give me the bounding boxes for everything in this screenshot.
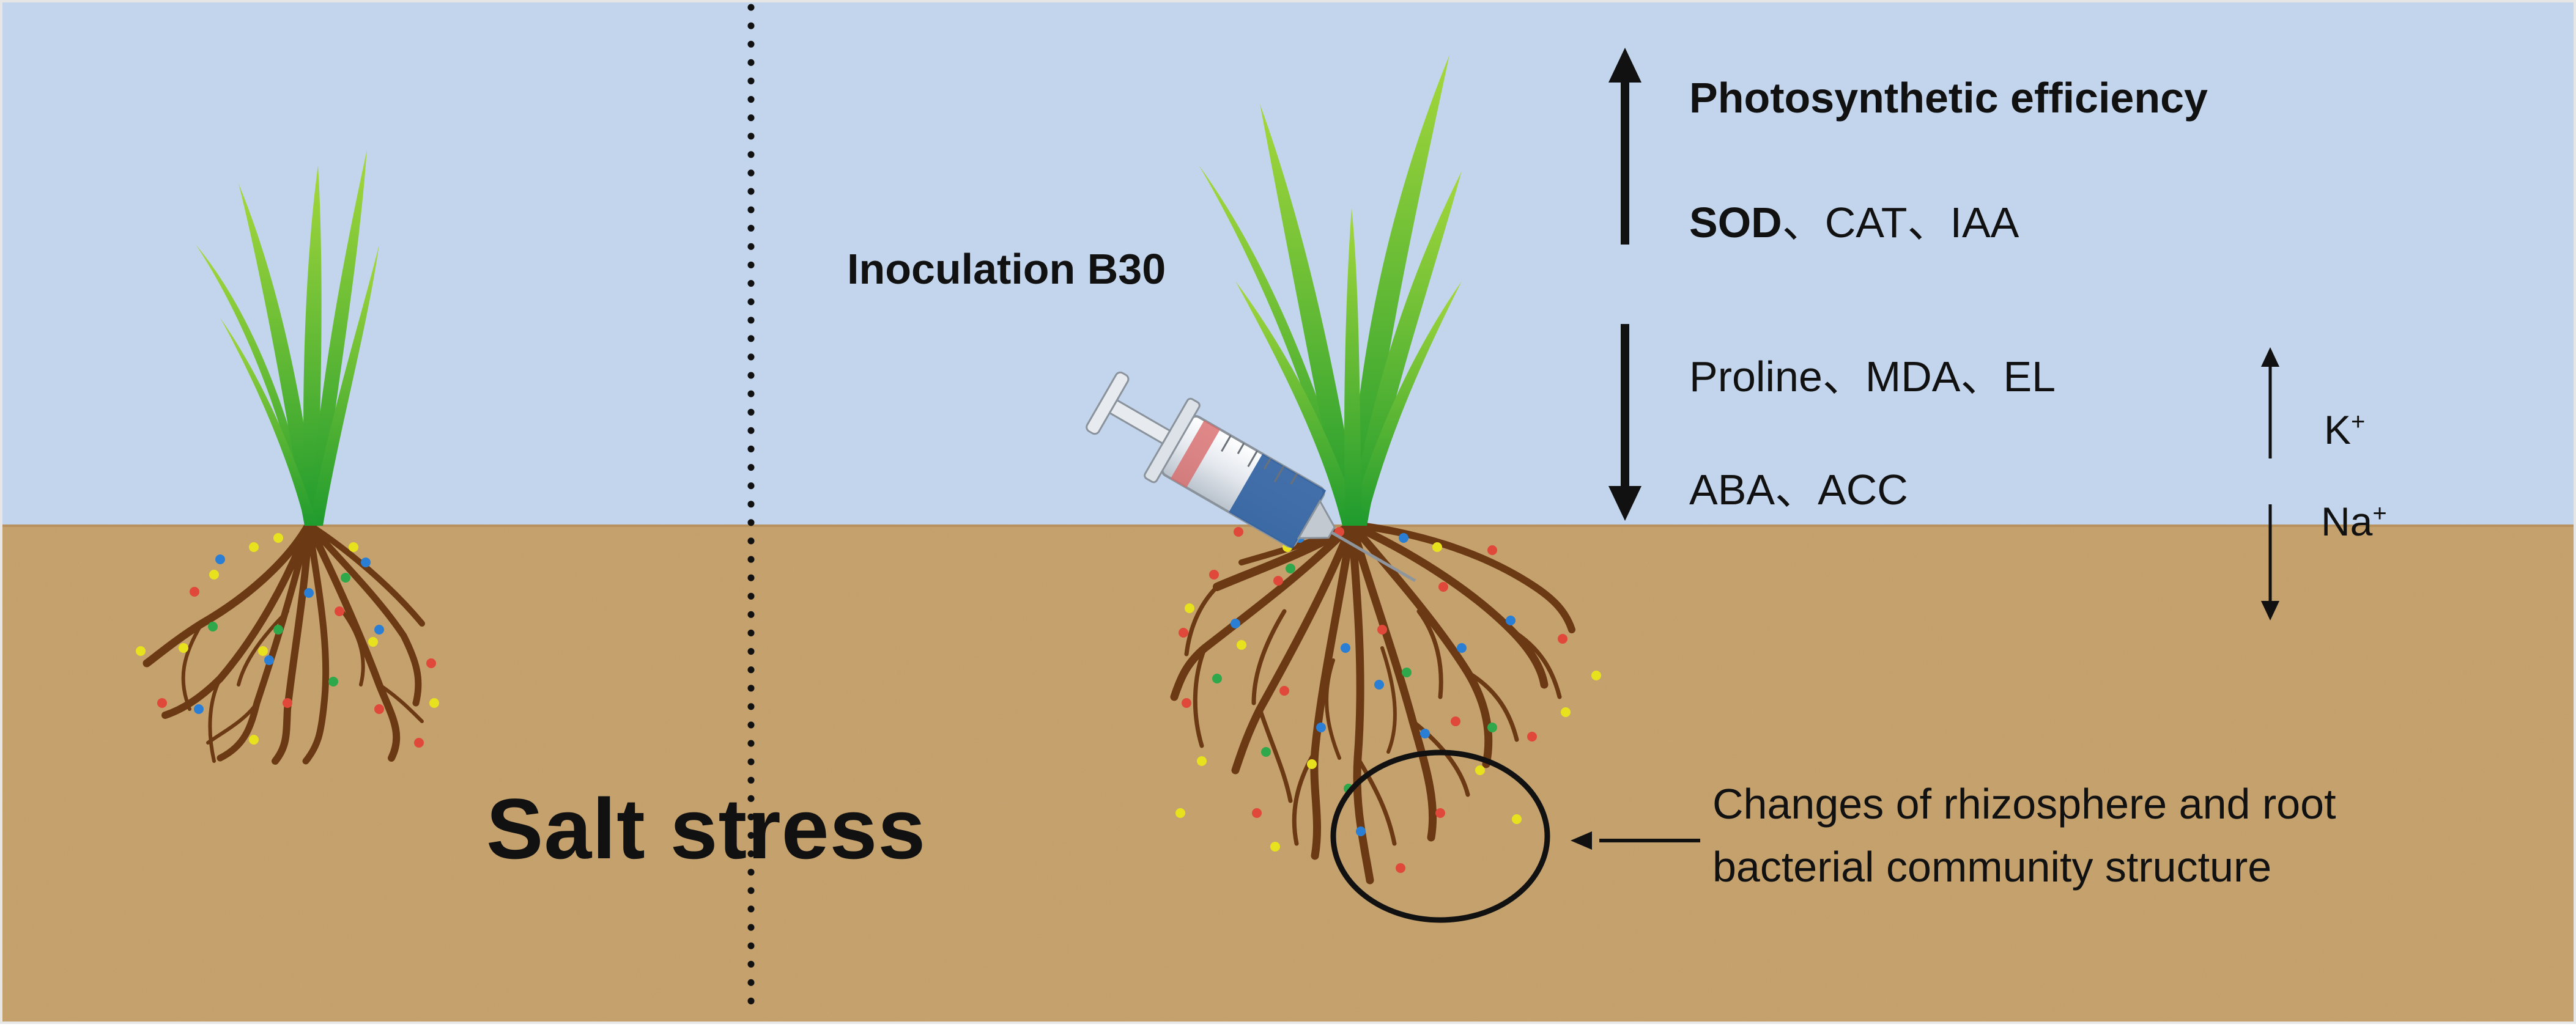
roots-left [142,520,425,765]
soil-texture [0,526,2576,1024]
k-ion-label: K+ [2324,407,2365,453]
community-change-line1: Changes of rhizosphere and root [1712,780,2336,828]
bacteria-beads-left [136,533,439,748]
inoculation-label: Inoculation B30 [847,245,1166,293]
photosynthetic-efficiency-label: Photosynthetic efficiency [1689,74,2208,122]
aba-acc-label: ABA、ACC [1689,466,1908,514]
na-ion-charge: + [2372,500,2387,527]
plant-right [1170,55,1601,923]
na-ion-label: Na+ [2321,498,2387,545]
k-ion-charge: + [2351,408,2366,435]
up-arrow-icon [1608,48,1641,245]
salt-stress-label: Salt stress [486,781,927,877]
left-arrow-icon [1571,831,1700,850]
proline-mda-el-label: Proline、MDA、EL [1689,353,2056,400]
roots-right [1170,520,1575,885]
k-up-arrow-icon [2261,347,2279,458]
sod-label: SOD [1689,199,1782,246]
leaves-right [1199,55,1462,526]
sky-region [0,0,2576,526]
antioxidant-label: SOD、CAT、IAA [1689,188,2019,250]
leaves-left [196,150,379,526]
rhizosphere-circle [1330,749,1550,923]
down-arrow-icon [1608,324,1641,521]
na-down-arrow-icon [2261,504,2279,620]
syringe-icon [1086,371,1416,583]
na-ion-symbol: Na [2321,499,2373,544]
plant-left [136,150,439,765]
bacteria-beads-right [1175,527,1601,873]
cat-iaa-label: 、CAT、IAA [1782,199,2019,246]
k-ion-symbol: K [2324,407,2352,452]
community-change-line2: bacterial community structure [1712,843,2272,891]
